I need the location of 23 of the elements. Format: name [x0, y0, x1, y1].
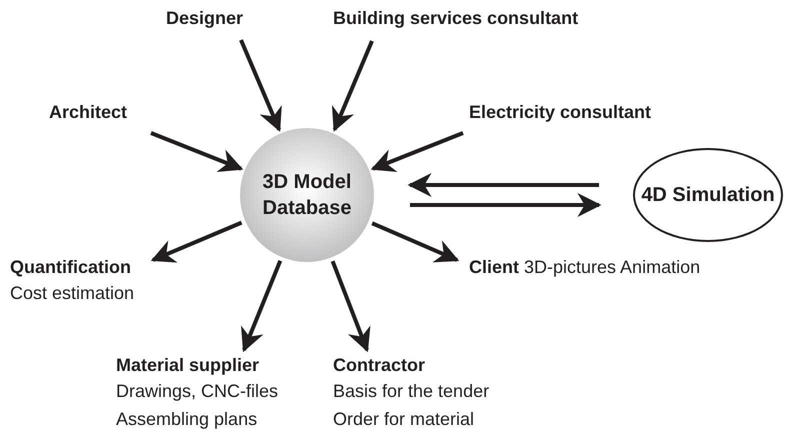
node-label: 3D Model Database — [262, 170, 352, 221]
node-label: 4D Simulation — [640, 183, 776, 208]
role-label: Quantification — [10, 256, 132, 279]
arrow — [408, 173, 599, 197]
arrow — [150, 131, 244, 172]
arrow — [239, 39, 282, 132]
arrow — [150, 220, 242, 263]
arrow — [370, 131, 464, 172]
role-label: Designer — [166, 7, 244, 30]
arrow — [330, 260, 370, 352]
arrow — [332, 40, 374, 132]
output-description: Drawings, CNC-files Assembling plans — [116, 380, 280, 431]
role-label: Client 3D-pictures Animation — [469, 256, 700, 279]
role-label: Architect — [49, 101, 128, 124]
role-label: Building services consultant — [333, 7, 578, 30]
output-description: Cost estimation — [10, 282, 134, 305]
arrow — [410, 193, 602, 217]
arrow — [371, 221, 460, 262]
output-description: Basis for the tender Order for material — [333, 380, 490, 431]
role-label: Contractor — [333, 354, 426, 377]
arrow — [241, 260, 282, 352]
role-label: Material supplier — [116, 354, 260, 377]
role-label: Electricity consultant — [469, 101, 652, 124]
